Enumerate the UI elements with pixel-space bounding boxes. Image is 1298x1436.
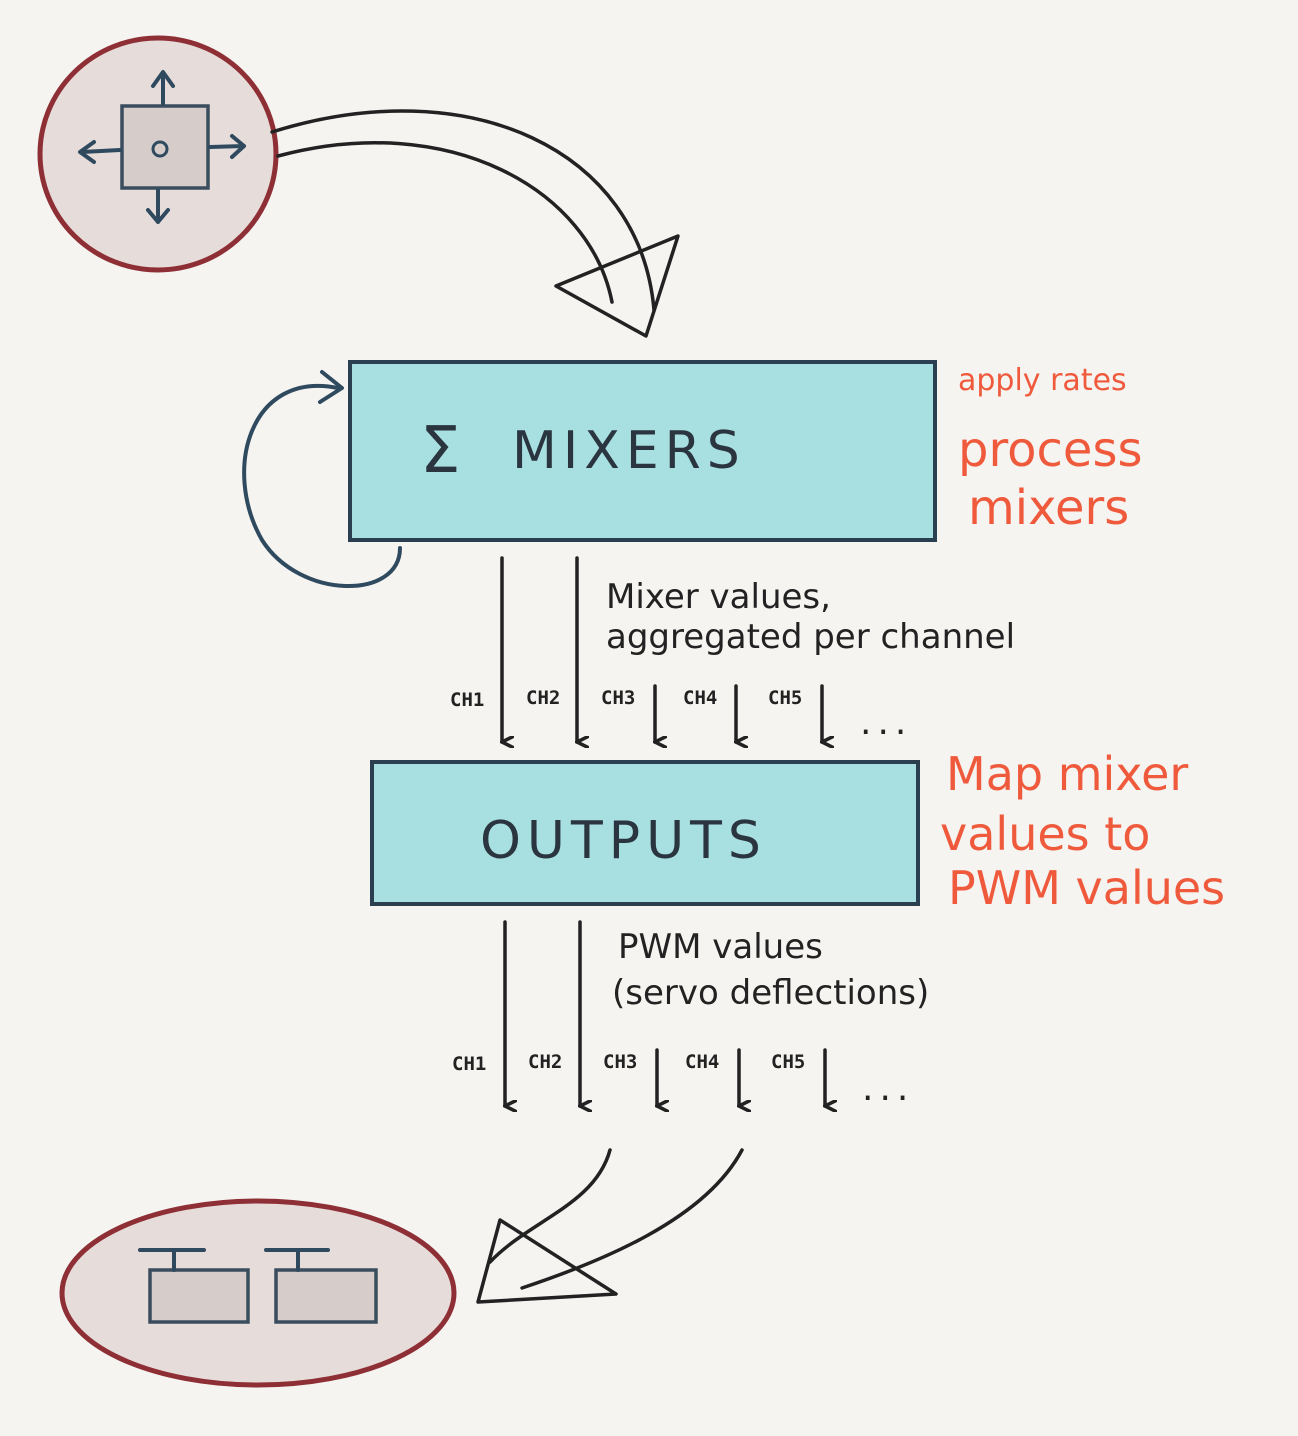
note-map-mixer: Map mixer [946, 747, 1188, 801]
mixer-values-label: Mixer values, [606, 577, 831, 617]
input-to-mixers-arrow [270, 109, 680, 338]
input-circle [37, 35, 279, 273]
feedback-loop-arrow [242, 370, 402, 589]
pwm-values-sublabel: (servo deflections) [612, 973, 929, 1013]
stick-input-icon [78, 70, 246, 224]
channel-label: CH5 [768, 687, 802, 709]
note-process: process [958, 422, 1142, 478]
outputs-label: OUTPUTS [480, 811, 767, 871]
mixers-label: MIXERS [512, 421, 746, 481]
outputs-box: OUTPUTS [370, 760, 920, 906]
mixers-box: Σ MIXERS [348, 360, 937, 542]
channel-label: CH1 [452, 1053, 486, 1075]
channel-label: CH2 [528, 1051, 562, 1073]
pwm-values-label: PWM values [618, 927, 823, 967]
note-values-to: values to [940, 807, 1150, 861]
channel-label: CH3 [601, 687, 635, 709]
note-pwm-values: PWM values [948, 861, 1225, 915]
channel-label: CH4 [685, 1051, 719, 1073]
channel-label: CH4 [683, 687, 717, 709]
outputs-arrows [505, 920, 825, 1106]
note-apply-rates: apply rates [958, 363, 1127, 398]
channel-labels-top: CH1 CH2 CH3 CH4 CH5 ... [450, 687, 912, 743]
servo-output-icon [138, 1248, 378, 1324]
channel-label: CH1 [450, 689, 484, 711]
mixers-to-outputs-arrows [502, 556, 822, 742]
ellipsis: ... [862, 1068, 914, 1109]
channel-label: CH3 [603, 1051, 637, 1073]
outputs-to-servos-arrow [476, 1148, 744, 1304]
channel-label: CH2 [526, 687, 560, 709]
sigma-icon: Σ [420, 414, 466, 488]
channel-label: CH5 [771, 1051, 805, 1073]
ellipsis: ... [860, 702, 912, 743]
channel-labels-bottom: CH1 CH2 CH3 CH4 CH5 ... [452, 1051, 914, 1109]
outputs-notes: Map mixer values to PWM values [940, 747, 1225, 915]
note-mixers: mixers [968, 480, 1129, 536]
output-circle [59, 1198, 457, 1388]
mixers-notes: apply rates process mixers [958, 363, 1142, 536]
mixer-values-sublabel: aggregated per channel [606, 617, 1015, 657]
